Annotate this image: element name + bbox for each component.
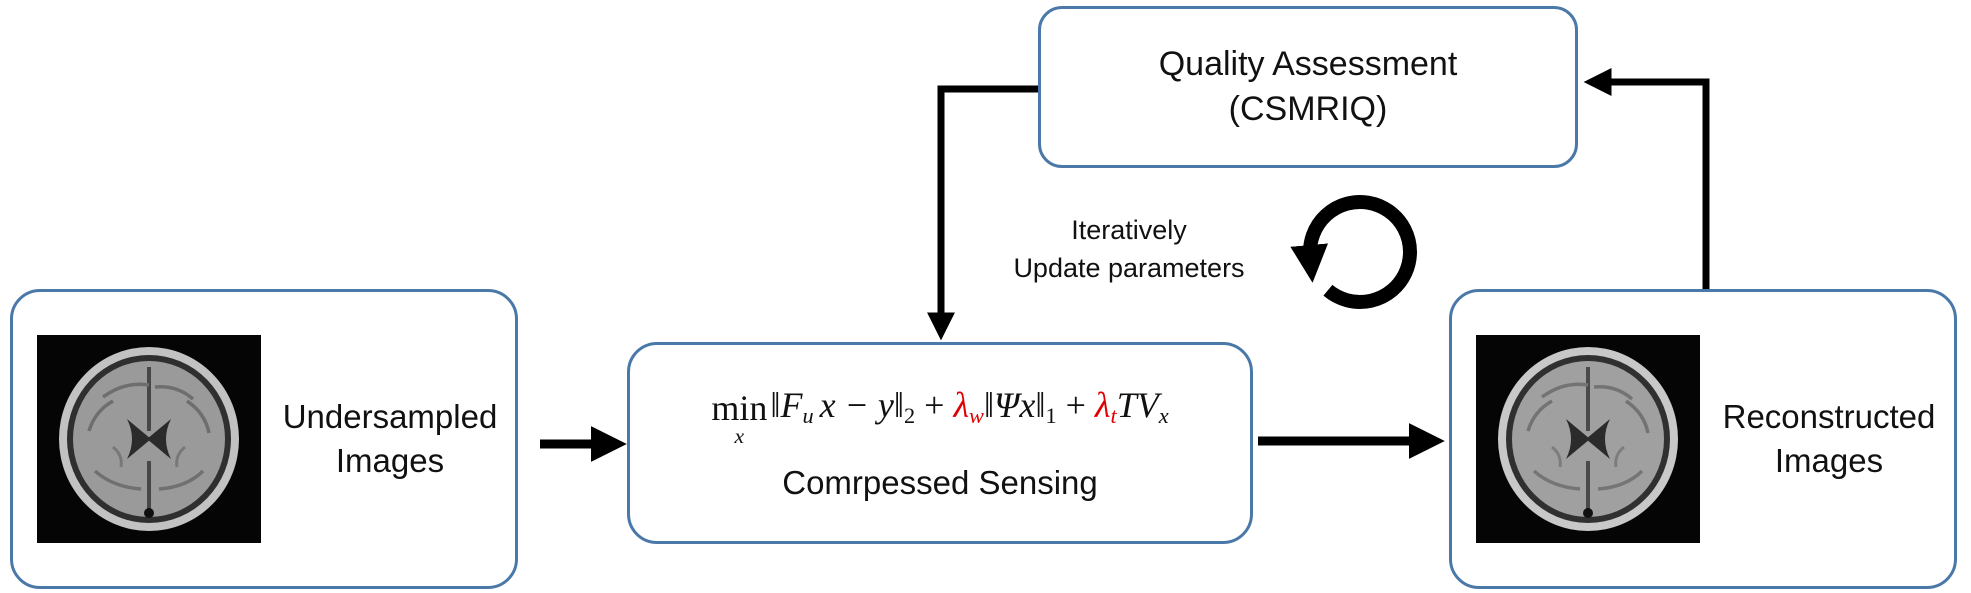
- arrow-qa-to-compressed-sensing: [927, 85, 1038, 341]
- reconstructed-images-box: Reconstructed Images: [1449, 289, 1957, 589]
- undersampled-label-line2: Images: [335, 442, 445, 479]
- formula-token: 2: [903, 403, 916, 429]
- reconstructed-brain-mri-image: [1476, 335, 1700, 543]
- formula-token: Ψx: [994, 385, 1036, 426]
- formula-token: TV: [1116, 385, 1159, 426]
- formula-token: 1: [1045, 403, 1057, 429]
- formula-token: x − y: [819, 385, 894, 426]
- arrow-reconstructed-to-qa: [1583, 68, 1710, 289]
- undersampled-brain-mri-image: [37, 335, 261, 543]
- formula-token: +: [924, 385, 945, 426]
- formula-token: x: [734, 424, 745, 449]
- iterative-update-note: Iteratively Update parameters: [986, 212, 1272, 288]
- formula-token: λ: [953, 385, 970, 426]
- formula-token: min: [711, 388, 768, 429]
- quality-assessment-title-line1: Quality Assessment: [1158, 45, 1458, 84]
- undersampled-images-label: Undersampled Images: [265, 395, 515, 482]
- compressed-sensing-label: Comrpessed Sensing: [782, 463, 1098, 501]
- formula-token: u: [802, 403, 814, 429]
- loop-arrow-icon: [1290, 194, 1417, 309]
- formula-token: ‖: [893, 385, 904, 426]
- formula-token: x: [1158, 403, 1169, 429]
- formula-token: ‖: [1035, 385, 1046, 426]
- reconstructed-images-label: Reconstructed Images: [1704, 395, 1954, 482]
- formula-token: t: [1110, 403, 1117, 429]
- formula-token: +: [1065, 385, 1086, 426]
- formula-token: λ: [1094, 385, 1111, 426]
- formula-token: F: [780, 385, 803, 426]
- formula-token: w: [969, 403, 984, 429]
- quality-assessment-box: Quality Assessment (CSMRIQ): [1038, 6, 1578, 168]
- quality-assessment-title-line2: (CSMRIQ): [1228, 90, 1388, 128]
- reconstructed-label-line1: Reconstructed: [1722, 398, 1936, 436]
- note-line1: Iteratively: [1071, 215, 1187, 245]
- undersampled-images-box: Undersampled Images: [10, 289, 518, 589]
- formula-token: ‖: [983, 385, 995, 426]
- formula-token: ‖: [770, 385, 781, 426]
- undersampled-label-line1: Undersampled: [282, 398, 498, 436]
- reconstructed-label-line2: Images: [1774, 442, 1884, 479]
- note-line2: Update parameters: [1013, 252, 1245, 283]
